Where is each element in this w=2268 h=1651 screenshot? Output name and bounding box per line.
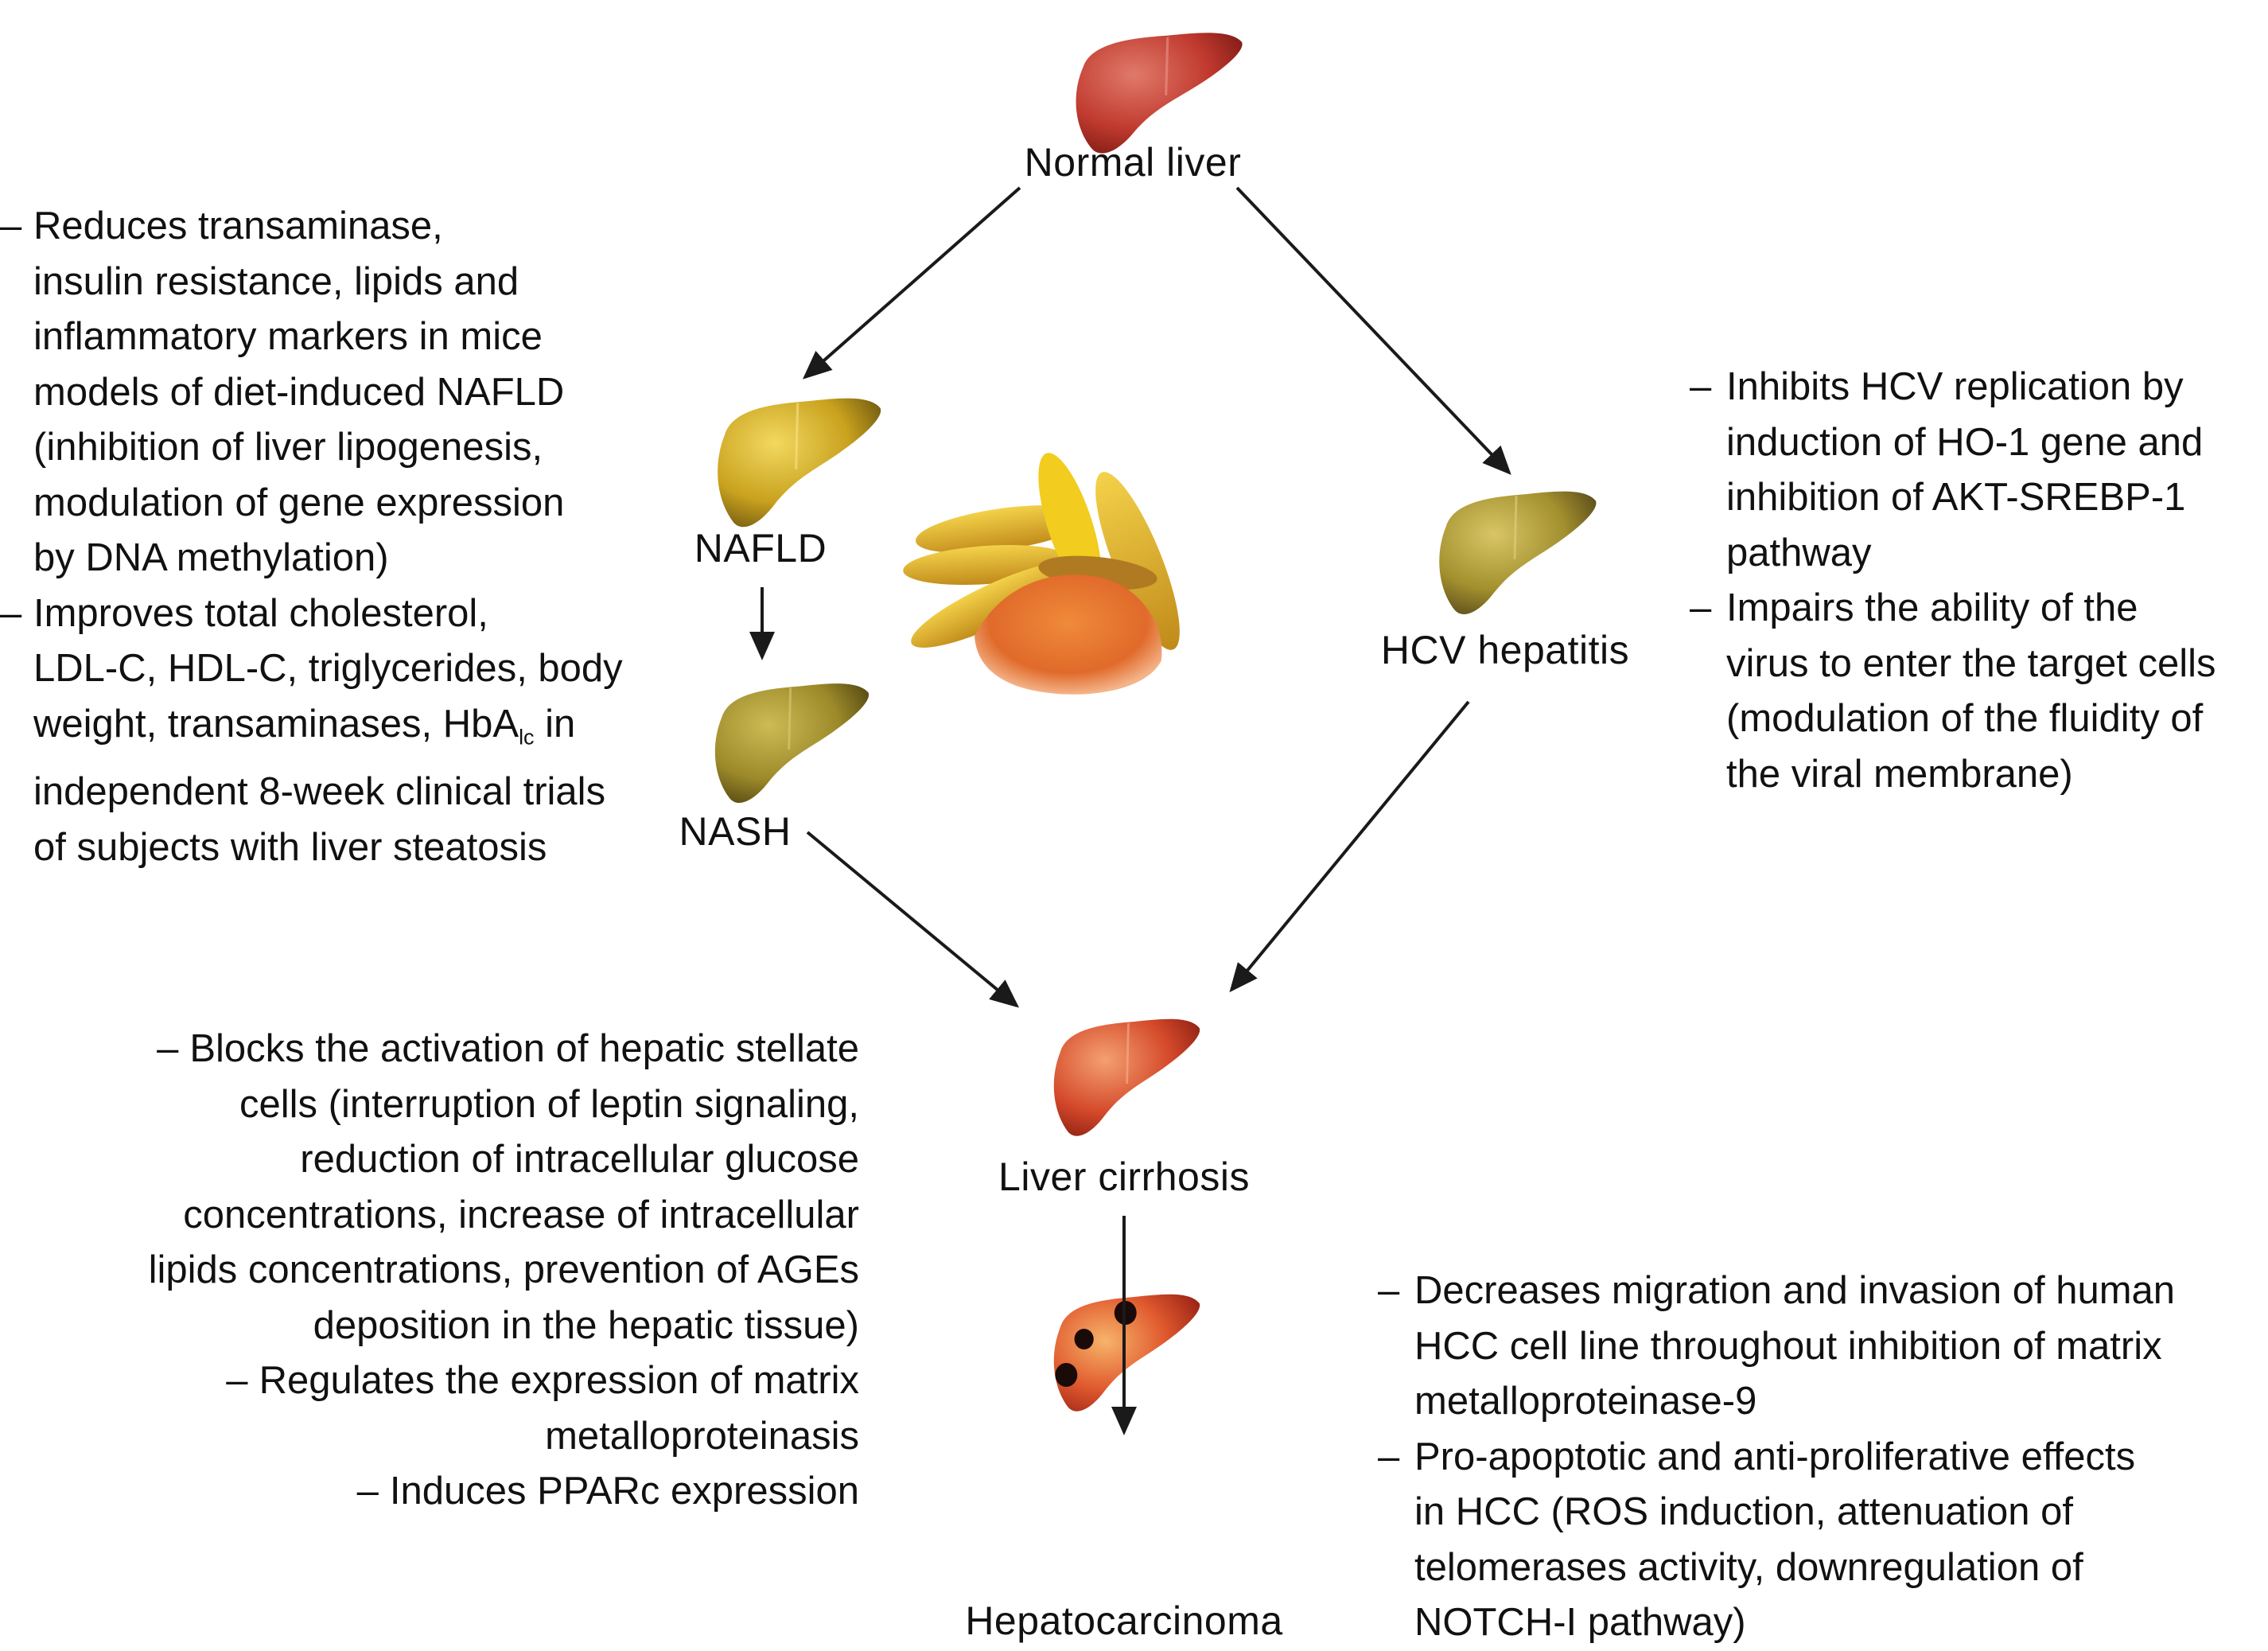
effect-line: (modulation of the fluidity of (1726, 697, 2204, 740)
effect-line: pathway (1726, 531, 1872, 574)
effect-item: – Pro-apoptotic and anti-proliferative e… (1378, 1430, 2268, 1651)
nash-liver-icon (714, 683, 869, 804)
effect-line: telomerases activity, downregulation of (1414, 1545, 2083, 1589)
arrow-nash-to-cirrhosis (806, 831, 1020, 1008)
bullet-dash: – (356, 1470, 379, 1513)
effect-line: reduction of intracellular glucose (300, 1138, 859, 1181)
bullet-dash: – (1690, 365, 1712, 408)
arrow-normal-to-hcv (1235, 186, 1511, 475)
effect-line: metalloproteinasis (545, 1414, 859, 1458)
effect-line: induction of HO-1 gene and (1726, 420, 2204, 464)
effects-hcc: – Decreases migration and invasion of hu… (1378, 1264, 2268, 1651)
effect-item: – Decreases migration and invasion of hu… (1378, 1264, 2268, 1430)
effect-line: inflammatory markers in mice (33, 315, 543, 358)
effect-line: –Induces PPARc expression (356, 1470, 859, 1513)
turmeric-image (903, 453, 1180, 695)
bullet-dash: – (226, 1359, 248, 1402)
node-label-nash: NASH (679, 809, 792, 854)
effect-line: –Blocks the activation of hepatic stella… (157, 1027, 859, 1070)
effect-line: deposition in the hepatic tissue) (313, 1303, 859, 1347)
effect-line: in HCC (ROS induction, attenuation of (1414, 1490, 2073, 1533)
effects-hcv: – Inhibits HCV replication by induction … (1690, 360, 2268, 802)
normal-liver-icon (1076, 33, 1243, 154)
effect-line: concentrations, increase of intracellula… (183, 1193, 859, 1236)
node-label-normal-liver: Normal liver (1024, 140, 1242, 185)
turmeric-root-5 (1095, 472, 1180, 650)
arrow-normal-to-nafld (802, 186, 1021, 380)
bullet-dash: – (1378, 1435, 1400, 1478)
effect-item: – Impairs the ability of the virus to en… (1690, 581, 2268, 802)
bullet-dash: – (157, 1027, 179, 1070)
hcc-liver-icon (1053, 1294, 1200, 1412)
effect-line: HCC cell line throughout inhibition of m… (1414, 1324, 2162, 1368)
effect-line: Inhibits HCV replication by (1726, 365, 2184, 408)
node-label-nafld: NAFLD (694, 526, 827, 570)
effects-cirrhosis: –Blocks the activation of hepatic stella… (32, 1022, 859, 1520)
effect-line: models of diet-induced NAFLD (33, 370, 565, 414)
bullet-dash: – (1690, 586, 1712, 629)
effect-item: –Induces PPARc expression (32, 1464, 859, 1520)
effect-item: – Reduces transaminase, insulin resistan… (0, 199, 684, 586)
turmeric-powder (975, 574, 1162, 695)
tumor-spot (1055, 1363, 1078, 1387)
effect-line: Decreases migration and invasion of huma… (1414, 1269, 2176, 1312)
cirrhosis-liver-icon (1053, 1018, 1200, 1136)
effect-line: Pro-apoptotic and anti-proliferative eff… (1414, 1435, 2136, 1478)
hcv-liver-icon (1439, 491, 1597, 615)
effect-line: Impairs the ability of the (1726, 586, 2138, 629)
effect-line: metalloproteinase-9 (1414, 1380, 1757, 1423)
effect-line: of subjects with liver steatosis (33, 825, 547, 869)
effect-line: inhibition of AKT-SREBP-1 (1726, 476, 2186, 519)
effect-line: cells (interruption of leptin signaling, (239, 1082, 859, 1126)
arrow-hcv-to-cirrhosis (1229, 700, 1470, 993)
effect-line: NOTCH-I pathway) (1414, 1601, 1746, 1644)
effects-nafld-nash: – Reduces transaminase, insulin resistan… (0, 199, 684, 875)
effect-line: modulation of gene expression (33, 481, 565, 524)
effect-line: by DNA methylation) (33, 536, 389, 579)
node-label-liver-cirrhosis: Liver cirrhosis (998, 1155, 1250, 1199)
bullet-dash: – (0, 591, 22, 635)
effect-line: virus to enter the target cells (1726, 641, 2216, 685)
effect-item: –Regulates the expression of matrix meta… (32, 1353, 859, 1464)
effect-line: lipids concentrations, prevention of AGE… (148, 1248, 859, 1291)
effect-item: –Blocks the activation of hepatic stella… (32, 1022, 859, 1353)
tumor-spot (1074, 1329, 1094, 1349)
effect-line: Improves total cholesterol, (33, 591, 488, 635)
effect-line: insulin resistance, lipids and (33, 259, 519, 303)
effect-line: –Regulates the expression of matrix (226, 1359, 859, 1402)
subscript: lc (519, 724, 535, 749)
effect-line: independent 8-week clinical trials (33, 770, 606, 814)
effect-line: Reduces transaminase, (33, 204, 443, 247)
effect-line: LDL-C, HDL-C, triglycerides, body (33, 647, 623, 690)
bullet-dash: – (0, 204, 22, 247)
bullet-dash: – (1378, 1269, 1400, 1312)
node-label-hepatocarcinoma: Hepatocarcinoma (965, 1598, 1283, 1643)
effect-line: (inhibition of liver lipogenesis, (33, 426, 543, 469)
effect-line: the viral membrane) (1726, 752, 2073, 796)
effect-item: – Improves total cholesterol, LDL-C, HDL… (0, 586, 684, 876)
effect-item: – Inhibits HCV replication by induction … (1690, 360, 2268, 581)
nafld-liver-icon (718, 398, 881, 528)
effect-line-hba1c: weight, transaminases, HbAlc in (33, 702, 576, 749)
node-label-hcv-hepatitis: HCV hepatitis (1380, 628, 1630, 672)
